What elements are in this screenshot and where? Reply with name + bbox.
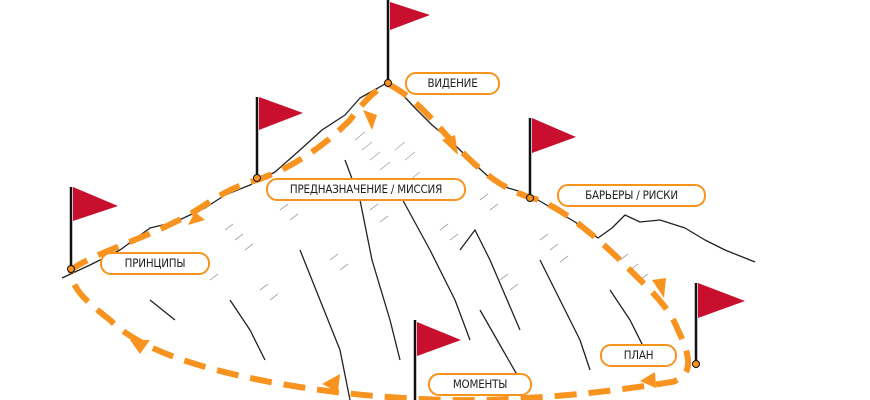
arrow-left-icon — [130, 340, 150, 354]
flag-vision — [384, 0, 430, 87]
flag-purpose — [253, 97, 303, 182]
stage-label-barriers: БАРЬЕРЫ / РИСКИ — [557, 184, 706, 207]
arrow-left-icon — [640, 372, 656, 388]
flag-plan — [692, 283, 745, 368]
stage-label-plan: ПЛАН — [600, 344, 677, 367]
stage-label-vision: ВИДЕНИЕ — [405, 72, 500, 95]
arrow-left-icon — [322, 374, 340, 392]
journey-path — [67, 81, 692, 400]
flag-principles — [67, 187, 118, 273]
arrow-down-icon — [442, 135, 458, 155]
stage-label-principles: ПРИНЦИПЫ — [100, 252, 210, 275]
stage-label-purpose: ПРЕДНАЗНАЧЕНИЕ / МИССИЯ — [266, 178, 466, 201]
stage-label-moments: МОМЕНТЫ — [428, 373, 532, 396]
flags — [67, 0, 745, 400]
arrow-up-icon — [188, 212, 205, 225]
mountain-hatching — [199, 131, 649, 301]
flag-barriers — [526, 118, 576, 202]
direction-arrows — [130, 110, 666, 392]
arrow-down-icon — [652, 278, 666, 298]
arrow-up-icon — [363, 110, 377, 130]
flag-moments — [413, 320, 461, 400]
